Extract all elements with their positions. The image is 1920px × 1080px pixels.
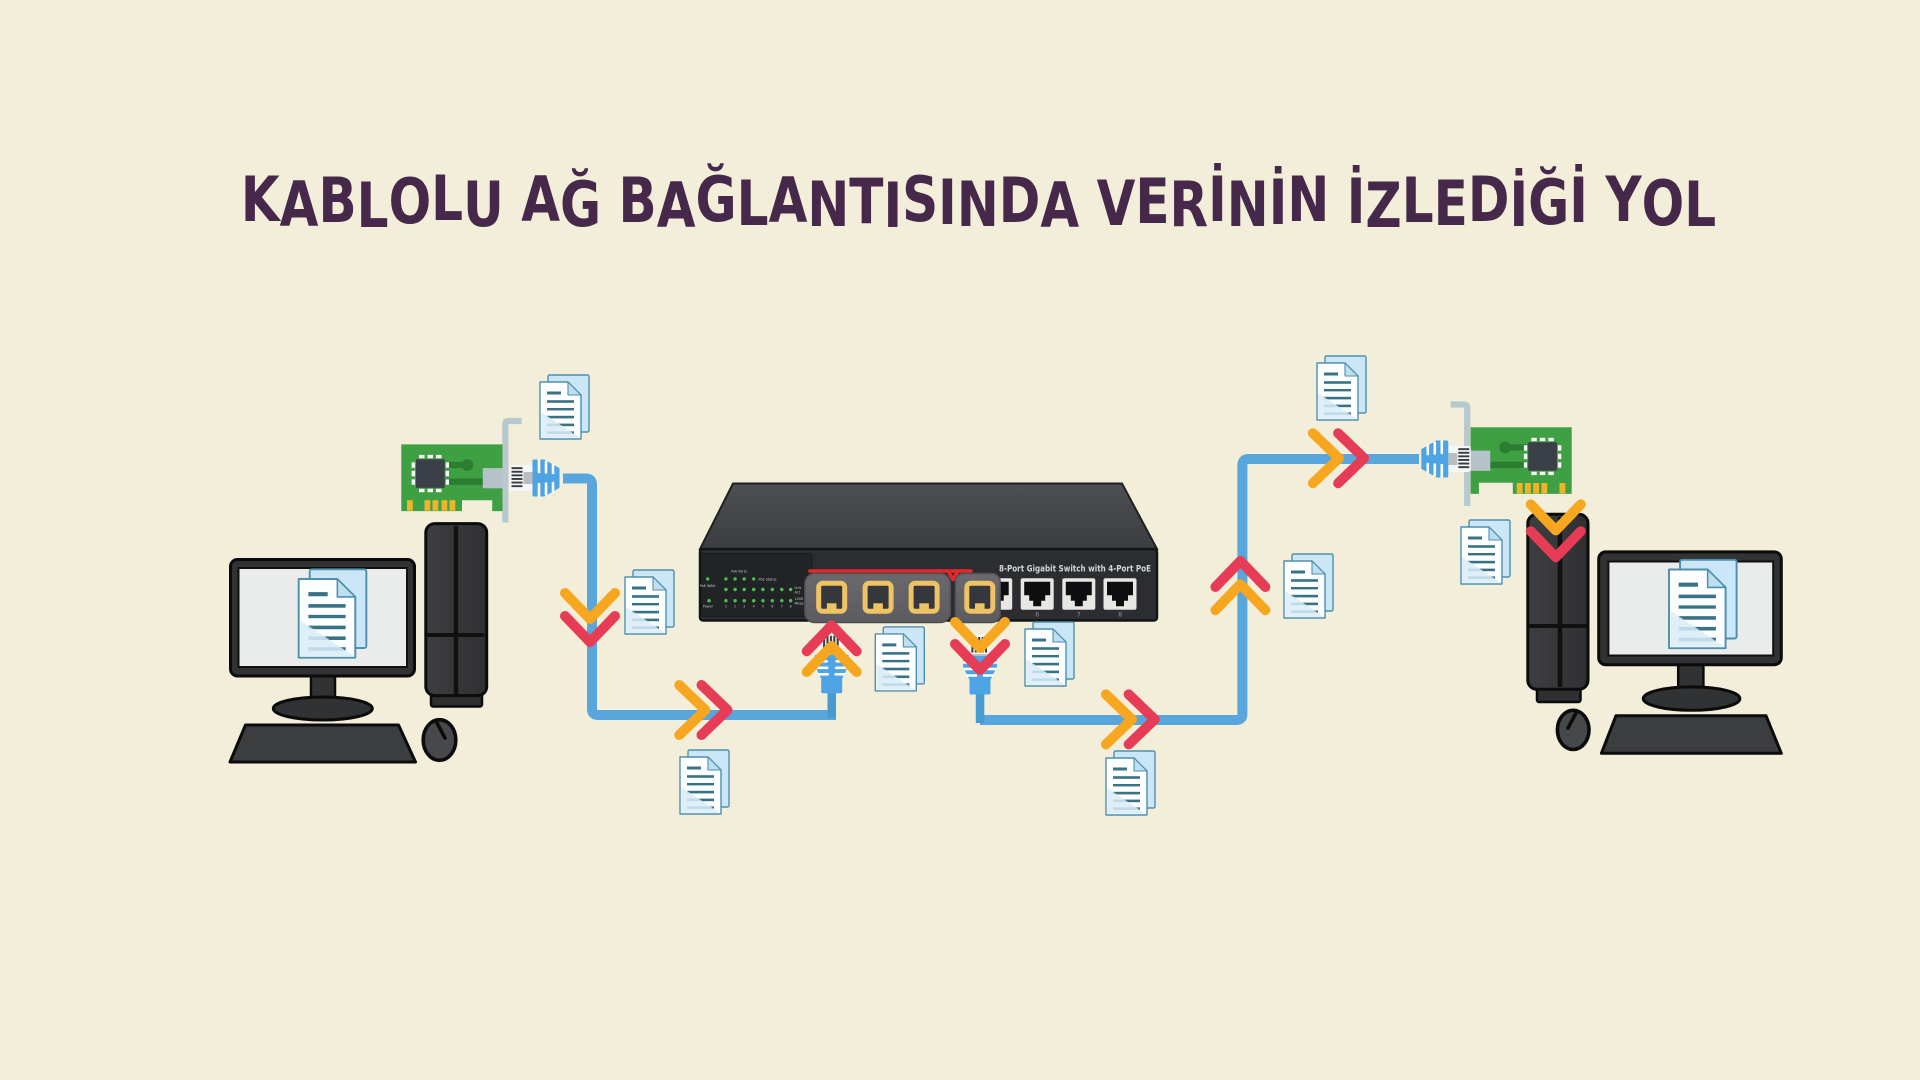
led-panel <box>701 553 813 617</box>
svg-text:PoE Status: PoE Status <box>759 577 777 581</box>
card-socket <box>1470 450 1491 471</box>
card-socket <box>482 468 503 489</box>
svg-text:Act: Act <box>795 591 801 595</box>
mouse <box>421 717 458 763</box>
svg-text:8: 8 <box>1118 612 1122 619</box>
rj45-port-icon <box>1103 578 1137 610</box>
rj45-port-icon <box>1062 578 1096 610</box>
pc-tower <box>424 522 489 708</box>
cable-left <box>563 473 836 720</box>
bracket <box>502 417 522 523</box>
page-title: KABLOLU AĞ BAĞLANTISINDA VERİNİN İZLEDİĞ… <box>241 162 1716 243</box>
document-icon <box>624 569 675 635</box>
document-icon <box>297 568 368 659</box>
document-icon <box>1316 355 1367 421</box>
document-icon <box>874 626 925 692</box>
rj45-port-icon <box>819 583 845 611</box>
cable-stub <box>975 687 985 723</box>
rj45-port-icon <box>911 583 937 611</box>
svg-text:PoE Ports: PoE Ports <box>731 570 747 574</box>
led-labels: PoE Ports PoE Status PoE WAtt Power Link… <box>700 570 804 609</box>
chip <box>411 454 449 493</box>
cable-stub <box>827 686 836 718</box>
monitor-base <box>271 695 374 722</box>
status-leds <box>706 577 793 603</box>
document-icon <box>1024 621 1075 687</box>
svg-text:Link: Link <box>795 586 802 590</box>
card-edge-pins <box>407 500 456 511</box>
svg-text:8: 8 <box>790 605 792 609</box>
right-computer <box>1526 512 1783 755</box>
chip <box>1523 437 1562 476</box>
svg-text:1: 1 <box>725 605 727 609</box>
document-icon <box>679 749 730 815</box>
document-icon <box>1460 519 1511 585</box>
rj45-plug-icon <box>508 458 560 498</box>
left-network-card <box>401 417 560 523</box>
led-numbers: 1 2 3 4 5 6 7 8 <box>725 605 792 609</box>
svg-text:1000: 1000 <box>795 597 804 601</box>
svg-text:5: 5 <box>762 605 764 609</box>
rj45-port-icon <box>865 583 891 611</box>
svg-text:7: 7 <box>1077 612 1081 619</box>
document-icon <box>539 374 590 440</box>
keyboard <box>228 723 417 764</box>
bracket <box>1450 401 1471 506</box>
zoom-highlight <box>808 569 973 582</box>
switch-top <box>698 482 1159 550</box>
monitor-base <box>1641 685 1742 712</box>
document-icon <box>1105 750 1156 816</box>
network-switch: PoE Ports PoE Status PoE WAtt Power Link… <box>698 482 1159 624</box>
svg-text:2: 2 <box>734 605 736 609</box>
svg-text:6: 6 <box>771 605 773 609</box>
svg-text:6: 6 <box>1035 612 1039 619</box>
left-computer <box>228 522 489 764</box>
document-icon <box>1668 558 1738 650</box>
mouse <box>1555 708 1591 752</box>
svg-text:PoE WAtt: PoE WAtt <box>700 584 716 588</box>
svg-text:Mbps: Mbps <box>795 602 804 606</box>
circuit-traces <box>443 459 484 485</box>
switch-plugs <box>814 631 998 723</box>
poe-port-panels <box>804 572 1001 624</box>
svg-text:7: 7 <box>781 605 783 609</box>
right-network-card <box>1421 401 1572 506</box>
rj45-port-icon <box>967 583 993 611</box>
svg-text:3: 3 <box>743 605 745 609</box>
keyboard <box>1599 714 1783 755</box>
svg-text:4: 4 <box>753 605 755 609</box>
card-edge-pins <box>1516 483 1566 494</box>
svg-text:Power: Power <box>703 605 714 609</box>
circuit-traces <box>1488 441 1530 468</box>
rj45-port-icon <box>1020 578 1054 610</box>
switch-name-label: 8-Port Gigabit Switch with 4-Port PoE <box>999 565 1151 575</box>
pc-tower <box>1526 512 1590 704</box>
document-icon <box>1283 553 1334 619</box>
rj45-plug-icon <box>1421 439 1473 479</box>
